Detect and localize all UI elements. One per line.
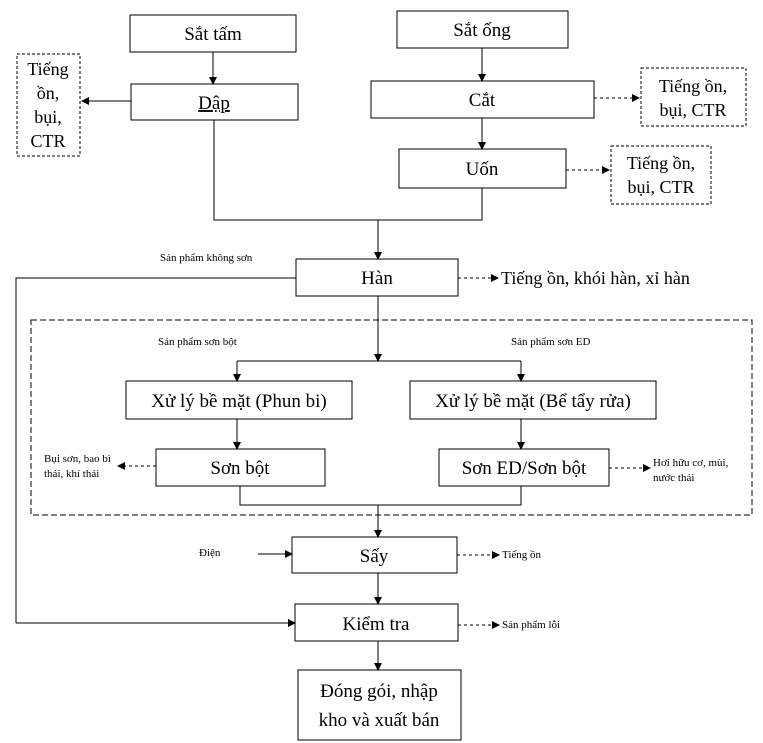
connector-son-ed-merge — [378, 486, 522, 506]
emission-uon-line2: bụi, CTR — [627, 177, 694, 197]
connector-uon-merge — [378, 188, 483, 221]
label-xu-ly-be-tay: Xử lý bề mặt (Bể tẩy rửa) — [435, 391, 631, 412]
label-sat-tam: Sắt tấm — [184, 24, 242, 45]
connector-dap-merge — [213, 120, 378, 221]
emission-say: Tiếng ồn — [502, 549, 542, 561]
emission-box-cat — [640, 67, 747, 127]
label-han: Hàn — [361, 268, 393, 289]
node-sat-tam — [129, 14, 297, 53]
label-dong-goi-line2: kho và xuất bán — [319, 710, 440, 731]
node-kiem-tra — [294, 603, 459, 642]
node-xu-ly-be-tay — [409, 380, 657, 420]
emission-cat-line1: Tiếng ồn, — [659, 76, 727, 96]
connector-son-bot-merge — [239, 486, 378, 506]
label-say: Sấy — [360, 546, 389, 567]
emission-box-dap — [16, 53, 81, 157]
label-san-pham-son-bot: Sản phẩm sơn bột — [158, 336, 237, 348]
emission-dap-line1: Tiếng — [27, 59, 68, 79]
emission-son-ed-line2: nước thải — [653, 472, 694, 484]
label-sat-ong: Sắt ống — [453, 20, 511, 41]
emission-han: Tiếng ồn, khói hàn, xỉ hàn — [501, 268, 690, 288]
emission-cat-line2: bụi, CTR — [659, 100, 726, 120]
label-dap: Dập — [198, 93, 230, 114]
emission-dap-line3: bụi, — [34, 107, 62, 127]
emission-dap-line4: CTR — [30, 131, 65, 151]
label-uon: Uốn — [466, 159, 499, 180]
emission-box-uon — [610, 145, 712, 205]
emission-son-bot-line2: thải, khí thải — [44, 468, 99, 480]
label-cat: Cắt — [469, 90, 496, 111]
label-san-pham-khong-son: Sản phẩm không sơn — [160, 252, 253, 264]
node-xu-ly-phun-bi — [125, 380, 353, 420]
label-dien: Điện — [199, 547, 221, 559]
label-son-ed: Sơn ED/Sơn bột — [462, 458, 587, 479]
node-son-ed — [438, 448, 610, 487]
emission-uon-line1: Tiếng ồn, — [627, 153, 695, 173]
emission-dap-line2: ồn, — [37, 83, 60, 103]
painting-group-border — [30, 319, 753, 516]
label-kiem-tra: Kiểm tra — [342, 614, 410, 635]
label-xu-ly-phun-bi: Xử lý bề mặt (Phun bi) — [151, 391, 326, 412]
emission-son-bot-line1: Bụi sơn, bao bì — [44, 453, 111, 465]
emission-son-ed-line1: Hơi hữu cơ, mùi, — [653, 457, 729, 469]
node-dong-goi — [297, 669, 462, 741]
label-san-pham-son-ed: Sản phẩm sơn ED — [511, 336, 591, 348]
label-dong-goi-line1: Đóng gói, nhập — [320, 681, 438, 702]
emission-kiem-tra: Sản phẩm lỗi — [502, 619, 560, 631]
node-sat-ong — [396, 10, 569, 49]
node-cat — [370, 80, 595, 119]
connector-han-khong-son — [15, 277, 296, 623]
label-son-bot: Sơn bột — [210, 458, 270, 479]
